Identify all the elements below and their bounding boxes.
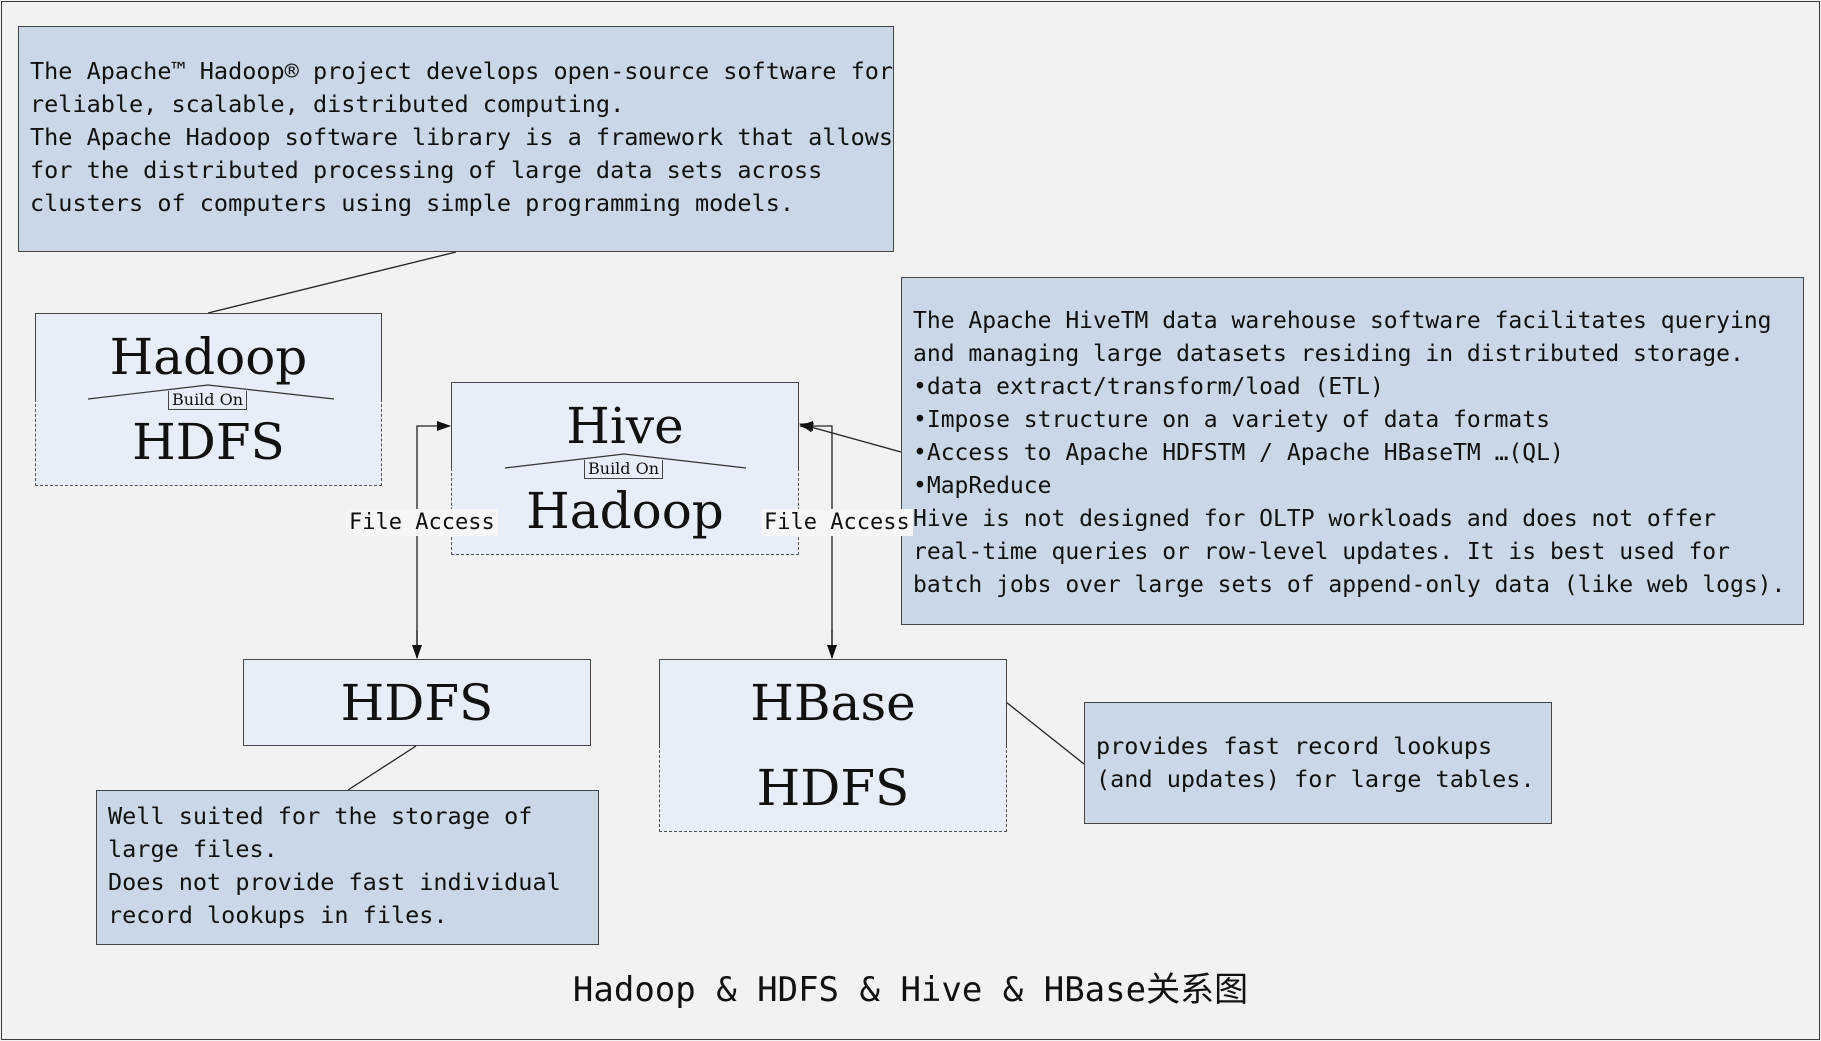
note-line: batch jobs over large sets of append-onl…	[913, 572, 1786, 598]
note-line: •MapReduce	[913, 473, 1052, 499]
note-line: (and updates) for large tables.	[1096, 765, 1535, 793]
hive-stack-bottom: Hadoop	[451, 468, 799, 555]
hadoop-stack-base-label: HDFS	[132, 413, 285, 471]
note-line: clusters of computers using simple progr…	[30, 189, 795, 217]
note-line: •data extract/transform/load (ETL)	[913, 374, 1384, 400]
hbase-note-connector	[1005, 701, 1085, 765]
file-access-right-label: File Access	[761, 509, 913, 536]
hive-build-on-label: Build On	[584, 460, 664, 479]
hadoop-note-connector	[207, 251, 457, 314]
note-line: The Apache HiveTM data warehouse softwar…	[913, 308, 1772, 334]
note-line: Well suited for the storage of	[108, 802, 533, 830]
hadoop-build-on-label: Build On	[168, 391, 248, 410]
note-line: Does not provide fast individual	[108, 868, 561, 896]
note-line: record lookups in files.	[108, 901, 448, 929]
hdfs-box: HDFS	[243, 659, 591, 746]
note-line: The Apache Hadoop software library is a …	[30, 123, 894, 151]
file-access-right-arrow	[799, 421, 833, 658]
hbase-stack-bottom: HDFS	[659, 745, 1007, 832]
note-line: for the distributed processing of large …	[30, 156, 823, 184]
hbase-stack-base-label: HDFS	[756, 759, 910, 817]
hbase-stack-label: HBase	[750, 673, 916, 732]
hive-stack-base-label: Hadoop	[526, 482, 724, 540]
file-access-left-label: File Access	[346, 509, 498, 536]
hive-stack-label: Hive	[566, 396, 684, 455]
hbase-stack-top: HBase	[659, 659, 1007, 746]
note-line: large files.	[108, 835, 278, 863]
hdfs-box-label: HDFS	[340, 673, 494, 732]
hive-note-arrow	[799, 422, 902, 453]
hdfs-description-note: Well suited for the storage of large fil…	[96, 790, 599, 945]
file-access-left-arrow	[416, 421, 451, 658]
note-line: •Impose structure on a variety of data f…	[913, 407, 1550, 433]
hadoop-stack-label: Hadoop	[109, 327, 308, 386]
note-line: real-time queries or row-level updates. …	[913, 539, 1730, 565]
hbase-description-note: provides fast record lookups (and update…	[1084, 702, 1552, 824]
note-line: provides fast record lookups	[1096, 732, 1493, 760]
note-line: and managing large datasets residing in …	[913, 341, 1744, 367]
note-line: Hive is not designed for OLTP workloads …	[913, 506, 1717, 532]
hive-description-note: The Apache HiveTM data warehouse softwar…	[901, 277, 1804, 625]
note-line: •Access to Apache HDFSTM / Apache HBaseT…	[913, 440, 1564, 466]
hadoop-description-note: The Apache™ Hadoop® project develops ope…	[18, 26, 894, 252]
hadoop-stack-bottom: HDFS	[35, 399, 382, 486]
diagram-title: Hadoop & HDFS & Hive & HBase关系图	[572, 970, 1249, 1010]
note-line: The Apache™ Hadoop® project develops ope…	[30, 57, 894, 85]
note-line: reliable, scalable, distributed computin…	[30, 90, 625, 118]
hdfs-note-connector	[347, 745, 417, 791]
